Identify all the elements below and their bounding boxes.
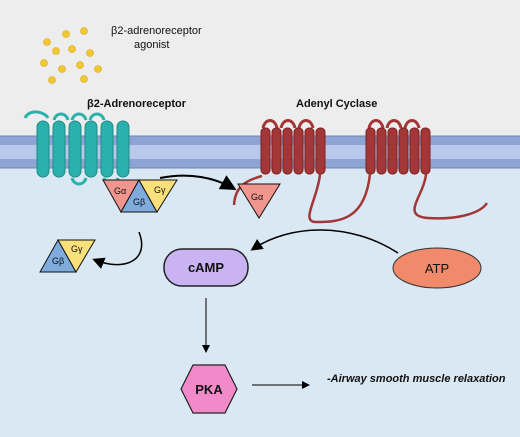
g-gamma-free <box>57 239 96 273</box>
cyclase-label: Adenyl Cyclase <box>296 98 377 110</box>
receptor-label: β2-Adrenoreceptor <box>87 98 187 110</box>
camp-node <box>163 248 249 287</box>
atp-node <box>392 247 482 289</box>
g-alpha-label: Gα <box>114 186 126 196</box>
g-beta-gamma-dimer: Gβ Gγ <box>39 238 96 273</box>
atp-label: ATP <box>425 261 449 276</box>
g-gamma-label: Gγ <box>154 185 166 195</box>
pka-label: PKA <box>195 382 223 397</box>
camp-label: cAMP <box>188 260 224 275</box>
agonist-label-line2: agonist <box>134 39 169 51</box>
atp-to-camp-arrow <box>250 229 399 254</box>
pka-node <box>180 364 238 414</box>
g-protein-trimer: Gα Gβ Gγ <box>102 178 178 214</box>
agonist-label-line1: β2-adrenoreceptor <box>111 25 202 37</box>
g-gamma-free-label: Gγ <box>71 244 83 254</box>
effect-label: -Airway smooth muscle relaxation <box>327 373 506 385</box>
g-beta-label: Gβ <box>133 197 145 207</box>
g-alpha-active <box>237 183 281 219</box>
galpha-translocation-arrow <box>159 174 237 190</box>
g-gamma-subunit <box>138 179 178 213</box>
beta-gamma-release-arrow <box>92 231 143 269</box>
extracellular-space <box>0 0 520 136</box>
beta2-adrenoreceptor <box>23 110 130 186</box>
g-beta-free-label: Gβ <box>52 256 64 266</box>
g-alpha-active-label: Gα <box>251 192 263 202</box>
agonist-molecules <box>40 27 102 84</box>
